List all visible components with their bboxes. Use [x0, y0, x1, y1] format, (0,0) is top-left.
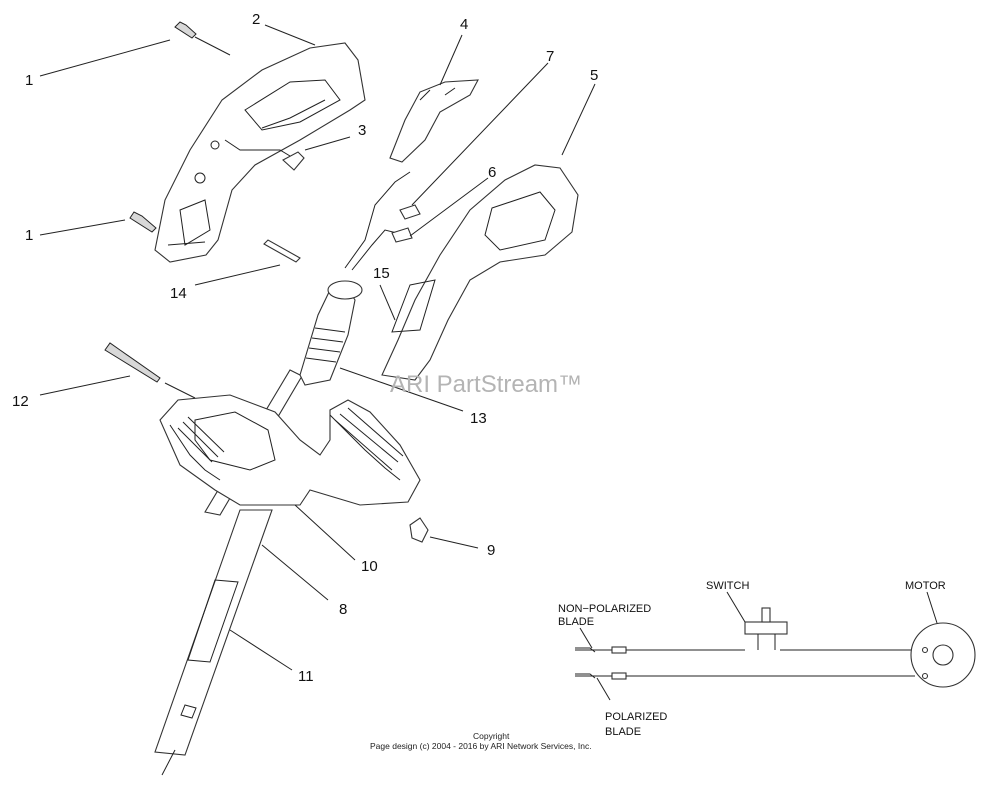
connector-top [611, 646, 627, 654]
callout-15: 15 [373, 265, 390, 282]
motor-hub [932, 644, 954, 666]
callout-1-upper: 1 [25, 72, 33, 89]
watermark: ARI PartStream™ [390, 371, 582, 398]
page-design-credit: Page design (c) 2004 - 2016 by ARI Netwo… [370, 741, 592, 751]
callout-1-lower: 1 [25, 227, 33, 244]
pin-part-14 [263, 239, 301, 263]
polarized-label-line1: POLARIZED [605, 711, 667, 723]
leader-lines [39, 24, 596, 776]
callout-4: 4 [460, 16, 468, 33]
clip-part-3 [282, 151, 305, 171]
copyright-label: Copyright [473, 731, 510, 741]
callout-11: 11 [298, 668, 314, 685]
callout-numbers: 1 2 3 4 7 5 6 1 15 14 12 13 9 10 8 11 [12, 11, 598, 685]
callout-12: 12 [12, 393, 29, 410]
callout-14: 14 [170, 285, 187, 302]
non-polarized-label-line2: BLADE [558, 616, 594, 628]
motor-label: MOTOR [905, 580, 946, 592]
connector-bottom [611, 672, 627, 680]
handle-half-right [381, 164, 579, 381]
callout-10: 10 [361, 558, 378, 575]
screw-lower [129, 211, 157, 233]
non-polarized-label-line1: NON−POLARIZED [558, 603, 651, 615]
callout-13: 13 [470, 410, 487, 427]
handle-half-left [154, 42, 366, 263]
callout-9: 9 [487, 542, 495, 559]
front-handle-10 [159, 394, 421, 506]
callout-2: 2 [252, 11, 260, 28]
callout-3: 3 [358, 122, 366, 139]
screw-upper [174, 21, 197, 39]
bolt-part-12 [104, 342, 161, 383]
switch-label: SWITCH [706, 580, 749, 592]
polarized-label-line2: BLADE [605, 726, 641, 738]
wire-harness [344, 171, 421, 271]
wiring-schematic: SWITCH MOTOR NON−POLARIZED BLADE POLARIZ… [558, 580, 976, 738]
callout-7: 7 [546, 48, 554, 65]
switch-button [761, 607, 771, 623]
lower-tube-8 [154, 509, 273, 756]
clip-part-9 [409, 517, 429, 543]
callout-6: 6 [488, 164, 496, 181]
callout-5: 5 [590, 67, 598, 84]
trigger-part-4 [389, 79, 479, 163]
switch-body [744, 621, 788, 635]
callout-8: 8 [339, 601, 347, 618]
